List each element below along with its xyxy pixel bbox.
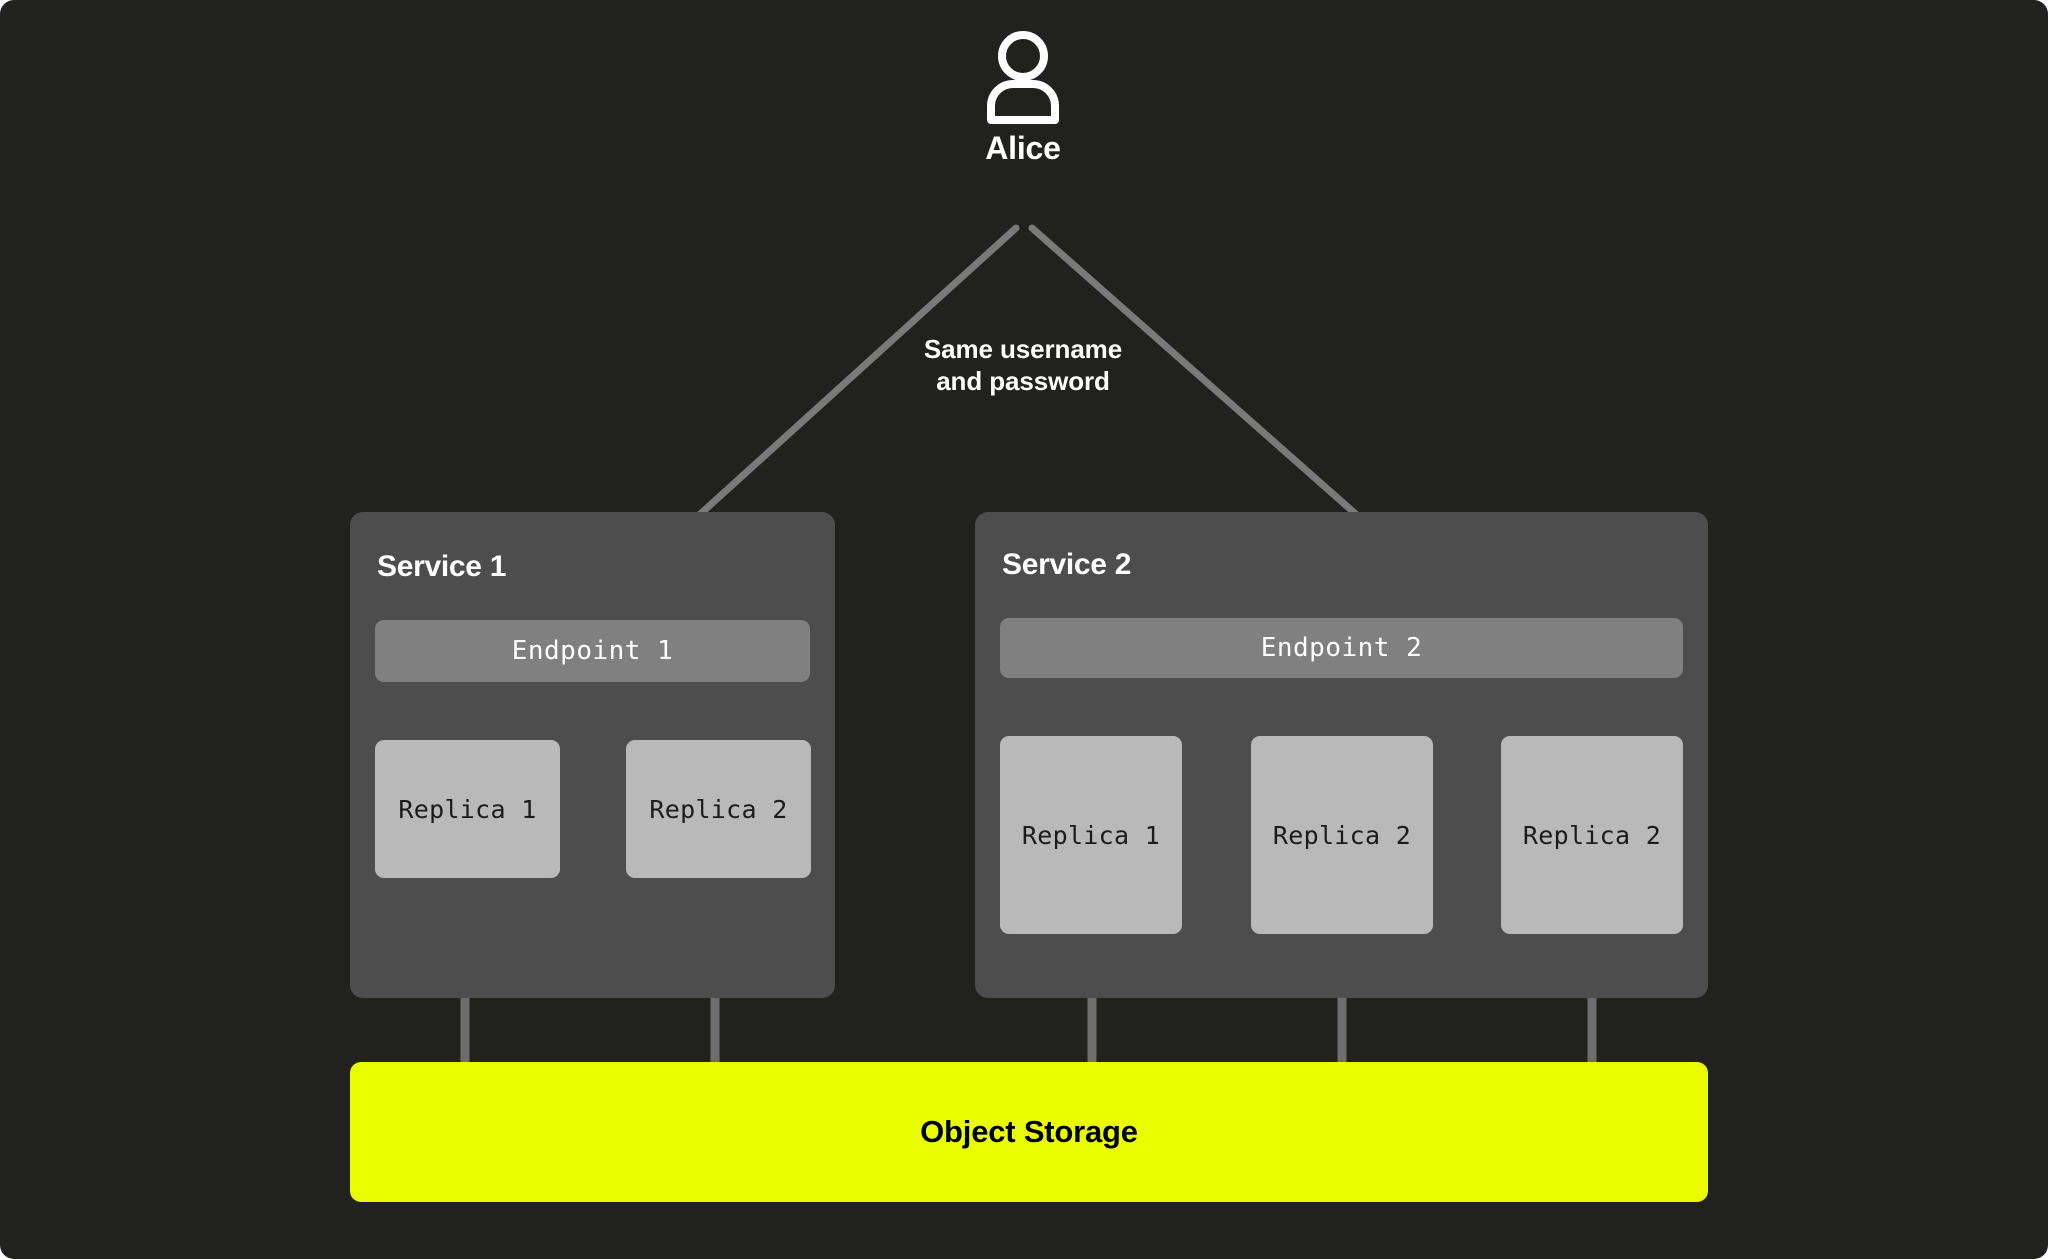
service-2-replica-1-label: Replica 1 (1021, 820, 1161, 850)
service-box-2[interactable]: Service 2 Endpoint 2 Replica 1 Replica 2… (975, 512, 1708, 998)
service-2-replica-2-label: Replica 2 (1272, 820, 1412, 850)
service-1-endpoint[interactable]: Endpoint 1 (375, 620, 810, 682)
service-1-endpoint-label: Endpoint 1 (511, 636, 674, 666)
person-icon (987, 31, 1059, 124)
service-1-replica-1[interactable]: Replica 1 (375, 740, 560, 878)
object-storage-bar[interactable]: Object Storage (350, 1062, 1708, 1202)
service-2-endpoint[interactable]: Endpoint 2 (1000, 618, 1683, 678)
service-box-1[interactable]: Service 1 Endpoint 1 Replica 1 Replica 2 (350, 512, 835, 998)
edge-annotation: Same username and password (783, 334, 1263, 397)
edge-annotation-line-2: and password (936, 365, 1110, 396)
actor-label: Alice (985, 130, 1061, 166)
service-2-replica-3-label: Replica 2 (1522, 820, 1662, 850)
service-1-replica-1-label: Replica 1 (398, 794, 537, 824)
service-2-replica-1[interactable]: Replica 1 (1000, 736, 1182, 934)
service-2-replica-2[interactable]: Replica 2 (1251, 736, 1433, 934)
service-1-title: Service 1 (377, 550, 507, 583)
service-2-title: Service 2 (1002, 548, 1132, 581)
object-storage-label: Object Storage (920, 1114, 1138, 1149)
service-1-replica-2[interactable]: Replica 2 (626, 740, 811, 878)
service-2-endpoint-label: Endpoint 2 (1260, 633, 1423, 663)
service-2-replica-3[interactable]: Replica 2 (1501, 736, 1683, 934)
service-1-replica-2-label: Replica 2 (649, 794, 788, 824)
edge-annotation-line-1: Same username (923, 334, 1123, 364)
actor-alice: Alice (923, 28, 1123, 167)
